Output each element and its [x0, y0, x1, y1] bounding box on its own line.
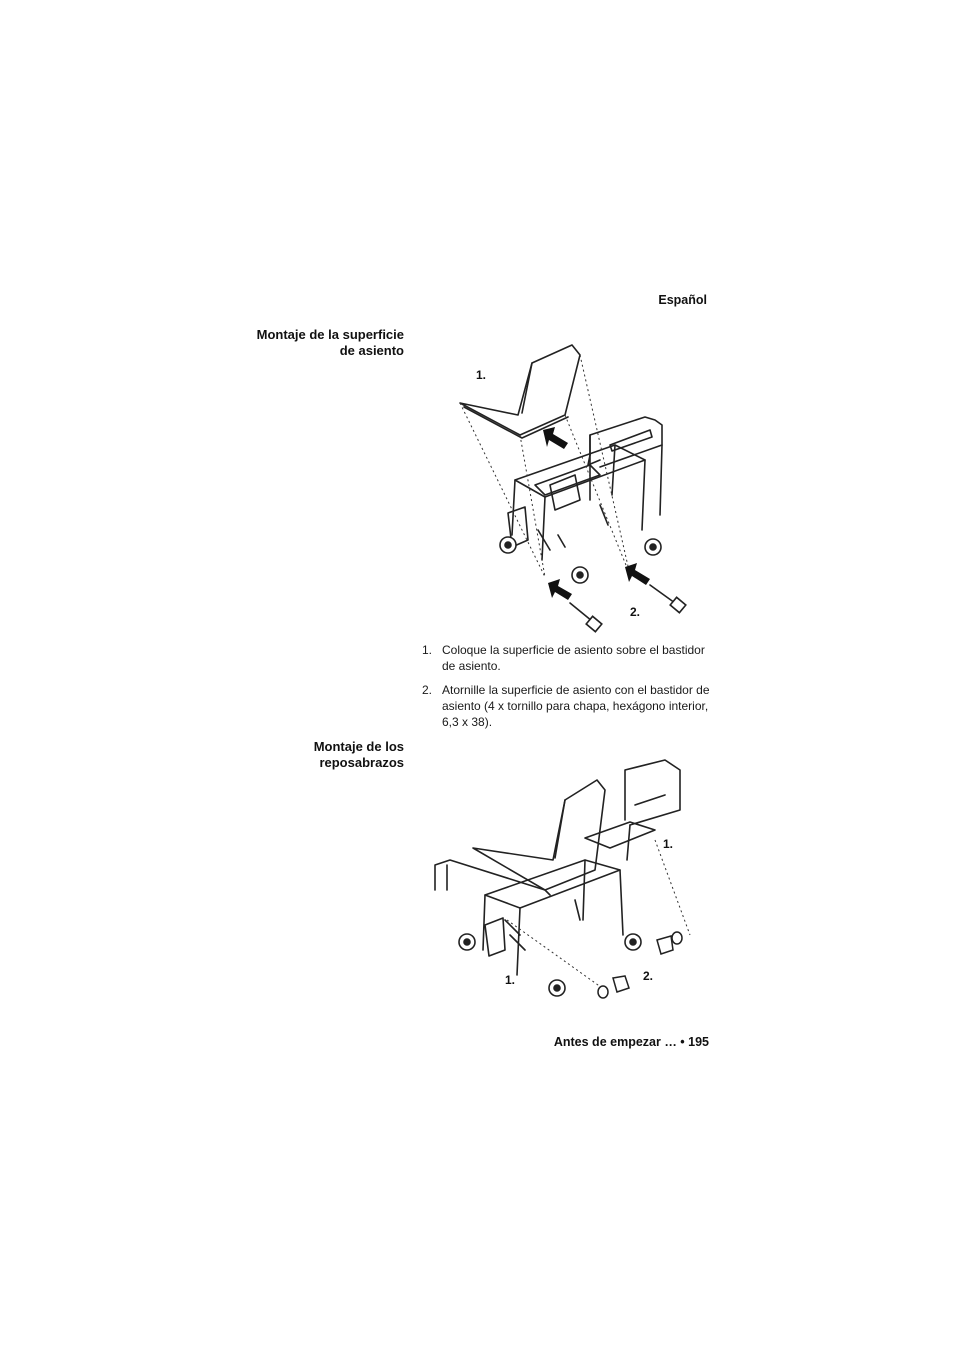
step-number: 2. [422, 683, 433, 697]
heading-line: Montaje de los [313, 739, 404, 754]
list-item: 2. Atornille la superficie de asiento co… [422, 682, 712, 730]
heading-line: reposabrazos [319, 755, 404, 770]
language-label: Español [658, 293, 707, 307]
callout-step-2: 2. [643, 969, 653, 983]
page-footer: Antes de empezar … • 195 [553, 1035, 709, 1049]
callout-step-2: 2. [630, 605, 640, 619]
callout-step-1: 1. [476, 368, 486, 382]
step-number: 1. [422, 643, 433, 657]
seat-assembly-illustration: 1. 2. [459, 344, 687, 633]
callout-step-1: 1. [663, 837, 673, 851]
heading-line: Montaje de la superficie [256, 327, 404, 342]
step-text: Atornille la superficie de asiento con e… [442, 683, 710, 729]
list-item: 1. Coloque la superficie de asiento sobr… [422, 642, 712, 674]
heading-line: de asiento [339, 343, 404, 358]
armrest-assembly-illustration: 1. 1. 2. [434, 759, 691, 999]
step-text: Coloque la superficie de asiento sobre e… [442, 643, 705, 673]
section-heading-armrests: Montaje de los reposabrazos [204, 739, 404, 771]
callout-step-1: 1. [505, 973, 515, 987]
instruction-list: 1. Coloque la superficie de asiento sobr… [422, 642, 712, 738]
section-heading-seat: Montaje de la superficie de asiento [204, 327, 404, 359]
